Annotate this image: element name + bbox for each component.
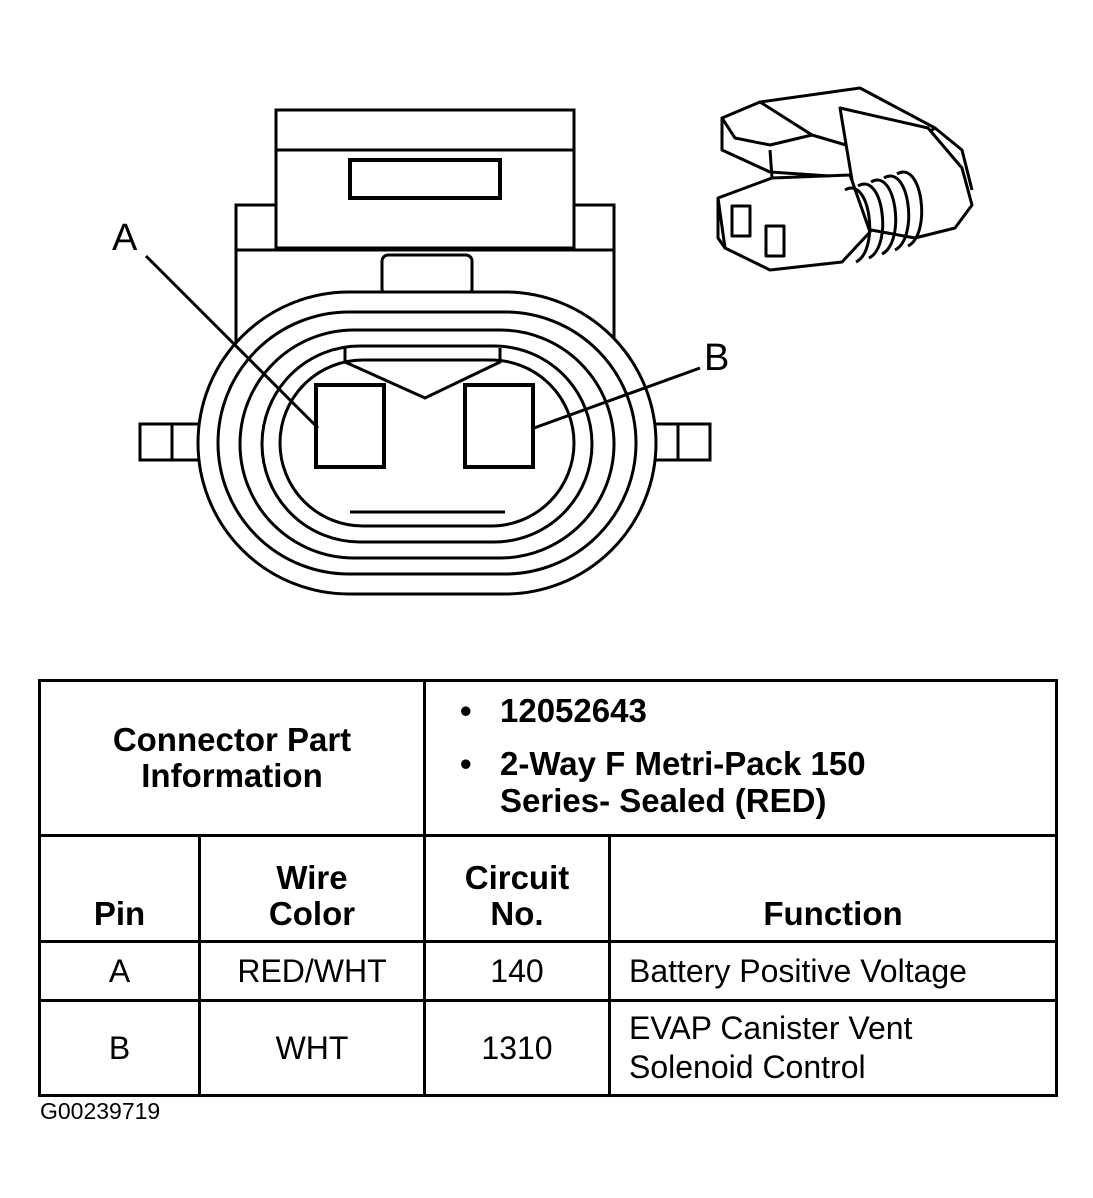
col-circuit: Circuit No.: [423, 834, 611, 943]
column-header-row: Pin Wire Color Circuit No. Function: [38, 834, 1058, 943]
connector-type: 2-Way F Metri-Pack 150 Series- Sealed (R…: [460, 745, 950, 819]
figure-id: G00239719: [40, 1098, 161, 1124]
terminal-b: [463, 383, 535, 469]
part-info-row: Connector Part Information 12052643 2-Wa…: [38, 679, 1058, 837]
pin-cell: B: [38, 999, 201, 1097]
callout-a: A: [112, 217, 138, 259]
callout-b: B: [704, 337, 729, 379]
function-cell: Battery Positive Voltage: [608, 940, 1058, 1002]
wire-color-cell: WHT: [198, 999, 426, 1097]
wire-color-cell: RED/WHT: [198, 940, 426, 1002]
part-number: 12052643: [460, 692, 1055, 729]
part-info-label-cell: Connector Part Information: [38, 679, 426, 837]
col-wire-color: Wire Color: [198, 834, 426, 943]
connector-diagram: A B: [112, 86, 974, 596]
connector-table: Connector Part Information 12052643 2-Wa…: [38, 679, 1058, 1097]
table-row: A RED/WHT 140 Battery Positive Voltage: [38, 940, 1058, 1002]
col-pin: Pin: [38, 834, 201, 943]
connector-perspective-view: [716, 86, 974, 272]
circuit-cell: 1310: [423, 999, 611, 1097]
part-info-details: 12052643 2-Way F Metri-Pack 150 Series- …: [423, 679, 1058, 837]
circuit-cell: 140: [423, 940, 611, 1002]
function-cell: EVAP Canister Vent Solenoid Control: [608, 999, 1058, 1097]
pin-cell: A: [38, 940, 201, 1002]
table-row: B WHT 1310 EVAP Canister Vent Solenoid C…: [38, 999, 1058, 1097]
connector-face-view: [138, 108, 712, 596]
part-info-header: Connector Part Information: [112, 721, 352, 794]
col-function: Function: [608, 834, 1058, 943]
